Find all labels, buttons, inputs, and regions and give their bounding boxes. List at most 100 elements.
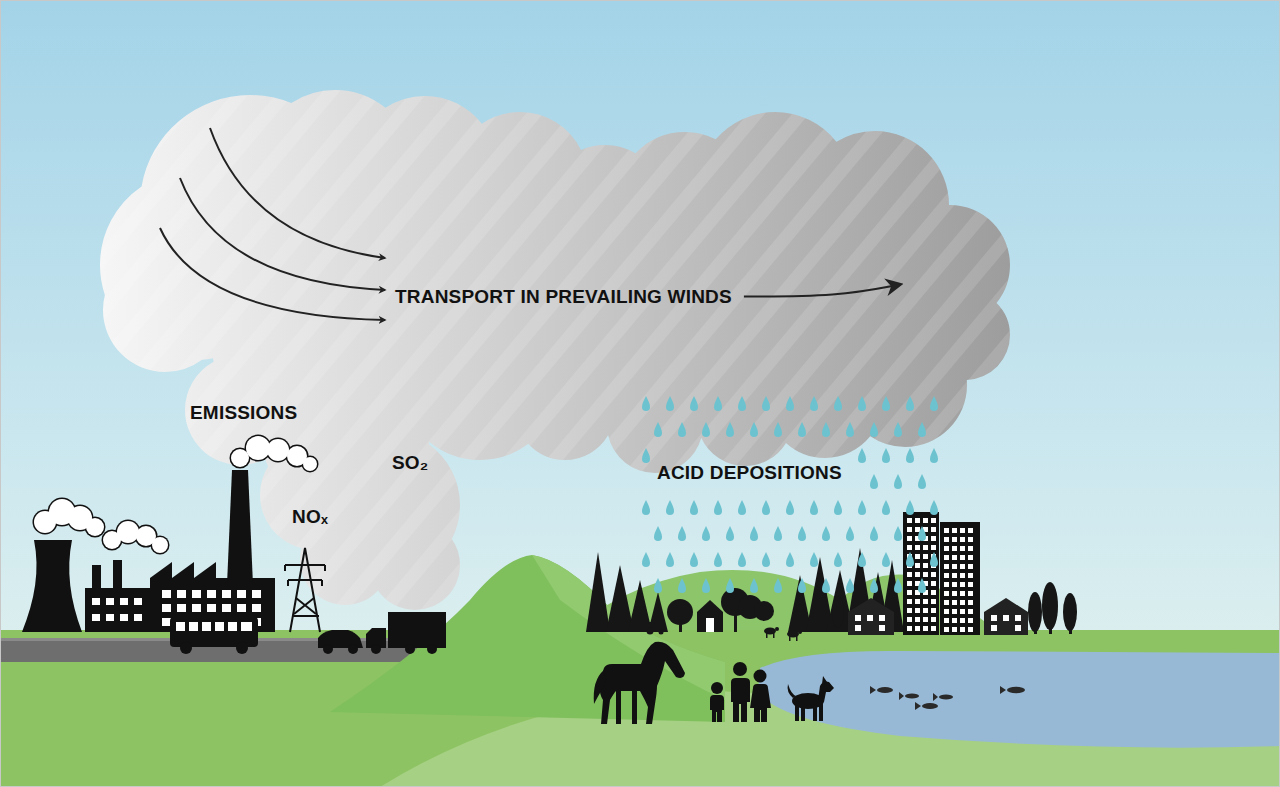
hill [330, 555, 725, 722]
town [855, 615, 1021, 631]
lake [758, 651, 1280, 748]
acid-rain-drops [642, 500, 650, 515]
smoke-puffs [117, 521, 139, 543]
town [960, 537, 965, 542]
town [968, 528, 973, 533]
factory-windows [106, 598, 114, 605]
power-station [22, 470, 275, 632]
town [855, 615, 861, 621]
acid-rain-drops [810, 552, 818, 567]
town [952, 627, 957, 632]
factory-windows [177, 590, 186, 598]
town [944, 591, 949, 596]
town [960, 591, 965, 596]
farm [775, 627, 779, 631]
factory-windows [92, 614, 100, 621]
acid-rain-drops [738, 500, 746, 515]
acid-rain-drops [810, 396, 818, 411]
dog-silhouette [788, 684, 796, 698]
diagram-label: EMISSIONS [190, 403, 297, 422]
town [968, 555, 973, 560]
town [931, 590, 936, 595]
town [931, 599, 936, 604]
dog-silhouette [813, 704, 817, 721]
vehicles [236, 642, 248, 654]
acid-rain-drops [666, 396, 674, 411]
acid-rain-drops [774, 526, 782, 541]
smoke-puffs [86, 518, 104, 536]
town [944, 546, 949, 551]
town [907, 590, 912, 595]
vehicles [427, 644, 437, 654]
town [867, 615, 873, 621]
trees [606, 565, 634, 632]
acid-rain-drops [762, 500, 770, 515]
town [923, 518, 928, 523]
power-station [227, 470, 253, 585]
acid-rain-drops [774, 578, 782, 593]
farm [766, 633, 768, 638]
wind-arrows [160, 128, 385, 320]
factory-windows [120, 598, 128, 605]
town [1003, 615, 1009, 621]
town [915, 599, 920, 604]
town [952, 582, 957, 587]
fish [922, 703, 938, 709]
town [960, 582, 965, 587]
town [940, 522, 980, 635]
fish [899, 692, 904, 700]
acid-rain-drops [822, 578, 830, 593]
acid-rain-drops [642, 448, 650, 463]
factory-windows [162, 590, 171, 598]
acid-rain-drops [702, 578, 710, 593]
acid-rain-drops [786, 552, 794, 567]
town [848, 598, 894, 635]
acid-rain-drops [822, 422, 830, 437]
fish [1007, 687, 1025, 693]
acid-rain-drops [906, 396, 914, 411]
acid-rain-drops [834, 552, 842, 567]
farm [659, 630, 664, 635]
pylon [285, 548, 325, 632]
smoke-puffs [33, 435, 319, 555]
farm [706, 618, 714, 632]
acid-rain-drops [822, 526, 830, 541]
wind-arrows [210, 128, 385, 258]
town [968, 537, 973, 542]
town [907, 626, 912, 631]
fish [877, 687, 893, 693]
factory-windows [192, 604, 201, 612]
farm [647, 628, 654, 635]
dog-silhouette [818, 682, 834, 703]
acid-rain-drops [834, 500, 842, 515]
factory-windows [134, 614, 142, 621]
acid-rain-drops [882, 552, 890, 567]
town [960, 573, 965, 578]
town [855, 625, 861, 631]
smoke-puffs [34, 436, 317, 553]
town [931, 536, 936, 541]
town [879, 625, 885, 631]
pylon [288, 579, 322, 581]
vehicles [176, 622, 185, 631]
trees [754, 601, 774, 621]
vehicles [228, 622, 237, 631]
vehicles [241, 622, 252, 631]
acid-rain-drops [846, 526, 854, 541]
acid-rain-drops [858, 500, 866, 515]
factory-windows [252, 604, 261, 612]
trees [1069, 626, 1072, 634]
acid-rain-drops [906, 500, 914, 515]
acid-rain-drops [906, 552, 914, 567]
town [915, 554, 920, 559]
town [944, 537, 949, 542]
horse-silhouette [594, 670, 606, 704]
town [915, 608, 920, 613]
town [952, 591, 957, 596]
town [907, 572, 912, 577]
acid-rain-drops [858, 448, 866, 463]
fish [905, 693, 919, 698]
fish [933, 693, 938, 701]
town [968, 618, 973, 623]
